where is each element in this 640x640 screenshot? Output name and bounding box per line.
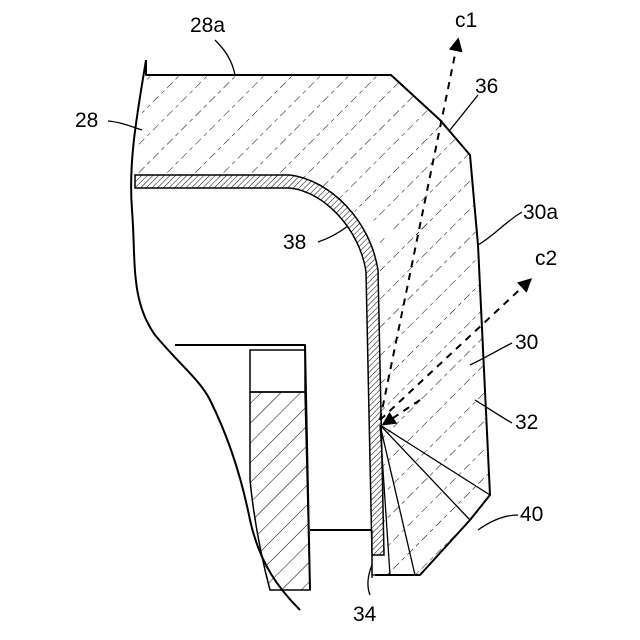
part-28-body [135, 75, 470, 240]
label-30a: 30a [523, 201, 558, 224]
label-c1: c1 [455, 9, 477, 32]
label-28a: 28a [190, 14, 225, 37]
leader-38 [318, 226, 348, 242]
label-36: 36 [475, 75, 498, 98]
leader-30a [478, 212, 522, 245]
inner-block-top [250, 350, 305, 392]
leader-36 [450, 95, 478, 130]
label-32: 32 [515, 411, 538, 434]
label-28: 28 [75, 109, 98, 132]
label-38: 38 [283, 231, 306, 254]
inner-block-hatched [250, 392, 310, 590]
label-34: 34 [353, 603, 377, 626]
label-40: 40 [520, 503, 543, 526]
label-30: 30 [515, 331, 538, 354]
label-c2: c2 [535, 247, 557, 270]
leader-28a [215, 40, 235, 75]
leader-40 [478, 515, 518, 530]
